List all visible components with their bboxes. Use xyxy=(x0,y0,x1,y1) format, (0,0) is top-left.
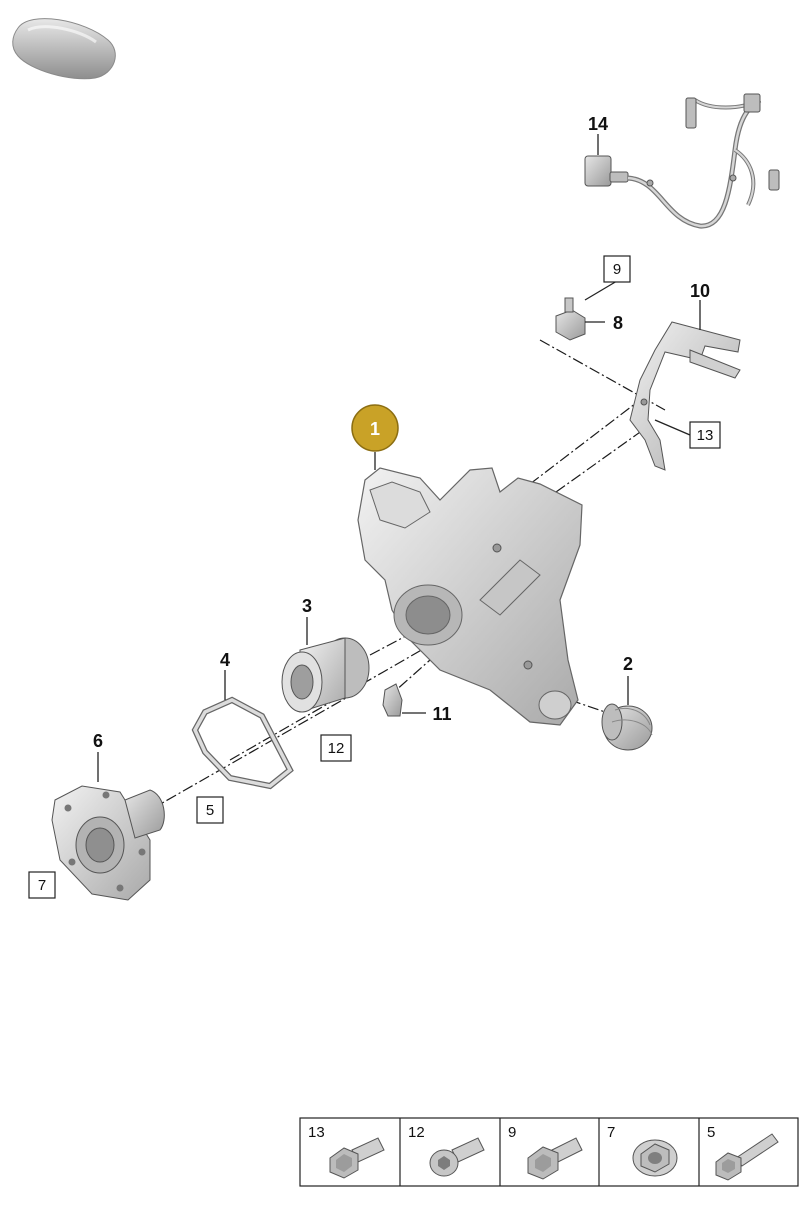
clip-part[interactable] xyxy=(382,683,403,717)
svg-text:14: 14 xyxy=(588,114,608,134)
callout-6[interactable]: 6 xyxy=(93,731,103,751)
svg-text:1: 1 xyxy=(370,419,380,439)
callout-3[interactable]: 3 xyxy=(302,596,312,616)
hardware-item-13[interactable]: 13 xyxy=(301,1119,399,1185)
svg-text:7: 7 xyxy=(607,1124,615,1141)
callout-8[interactable]: 8 xyxy=(613,313,623,333)
wheel-bearing-part[interactable] xyxy=(281,637,370,713)
hex-flange-bolt-icon xyxy=(329,1137,385,1179)
svg-text:13: 13 xyxy=(697,427,714,444)
flange-nut-icon xyxy=(632,1139,678,1177)
svg-text:9: 9 xyxy=(508,1124,516,1141)
callout-1-highlighted[interactable]: 1 xyxy=(351,404,399,452)
callout-13-box[interactable]: 13 xyxy=(689,421,721,449)
callout-9-box[interactable]: 9 xyxy=(603,255,631,283)
sensor-part[interactable] xyxy=(555,297,586,341)
svg-text:9: 9 xyxy=(613,261,621,278)
svg-text:6: 6 xyxy=(93,731,103,751)
long-hex-bolt-icon xyxy=(715,1133,779,1181)
hardware-item-5[interactable]: 5 xyxy=(700,1119,797,1185)
callout-5-box[interactable]: 5 xyxy=(196,796,224,824)
svg-text:12: 12 xyxy=(408,1124,425,1141)
wheel-hub-part[interactable] xyxy=(51,785,165,901)
svg-text:8: 8 xyxy=(613,313,623,333)
svg-text:7: 7 xyxy=(38,877,46,894)
bracket-part[interactable] xyxy=(629,321,741,471)
hardware-item-9[interactable]: 9 xyxy=(501,1119,598,1185)
svg-text:11: 11 xyxy=(432,704,451,724)
bushing-part[interactable] xyxy=(601,703,653,751)
hardware-item-7[interactable]: 7 xyxy=(600,1119,698,1185)
svg-text:10: 10 xyxy=(690,281,710,301)
leader-lines xyxy=(97,134,701,782)
wheel-carrier-part[interactable] xyxy=(357,467,583,726)
callout-12-box[interactable]: 12 xyxy=(320,734,352,762)
svg-text:5: 5 xyxy=(206,802,214,819)
hardware-item-12[interactable]: 12 xyxy=(401,1119,499,1185)
svg-text:12: 12 xyxy=(328,740,345,757)
socket-head-bolt-icon xyxy=(429,1137,485,1177)
callout-7-box[interactable]: 7 xyxy=(28,871,56,899)
callout-11[interactable]: 11 xyxy=(432,704,451,724)
wiring-harness-part[interactable] xyxy=(584,93,780,229)
svg-text:5: 5 xyxy=(707,1124,715,1141)
callout-14[interactable]: 14 xyxy=(588,114,608,134)
svg-text:2: 2 xyxy=(623,654,633,674)
callout-10[interactable]: 10 xyxy=(690,281,710,301)
hex-flange-bolt-icon xyxy=(527,1137,583,1180)
svg-text:3: 3 xyxy=(302,596,312,616)
vehicle-model-icon xyxy=(12,18,116,80)
callout-4[interactable]: 4 xyxy=(220,650,230,670)
dust-cover-part[interactable] xyxy=(191,696,294,790)
svg-text:4: 4 xyxy=(220,650,230,670)
svg-text:13: 13 xyxy=(308,1124,325,1141)
callout-2[interactable]: 2 xyxy=(623,654,633,674)
